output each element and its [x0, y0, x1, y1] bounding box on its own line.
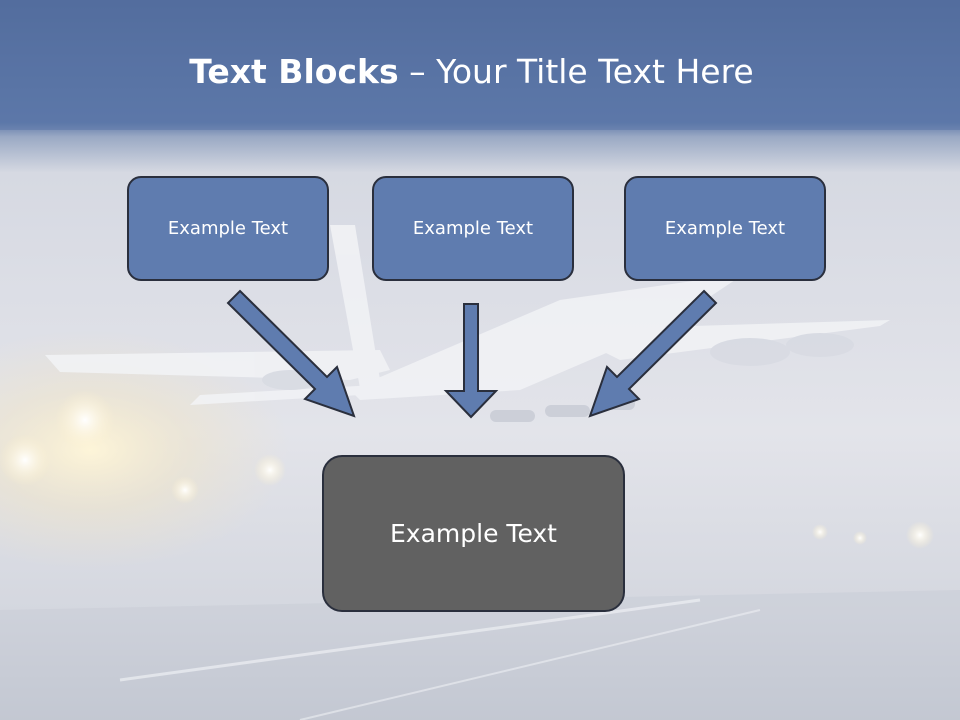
title-bold: Text Blocks — [189, 52, 399, 91]
target-block[interactable]: Example Text — [322, 455, 625, 612]
text-block-3[interactable]: Example Text — [624, 176, 826, 281]
target-block-label: Example Text — [390, 519, 557, 548]
text-block-3-label: Example Text — [664, 218, 786, 239]
arrow-left — [226, 289, 356, 418]
title-rest: Your Title Text Here — [436, 52, 754, 91]
arrow-middle — [443, 303, 499, 419]
title-dash: – — [398, 52, 437, 91]
arrow-right — [588, 289, 718, 418]
text-block-2-label: Example Text — [412, 218, 534, 239]
text-block-1[interactable]: Example Text — [127, 176, 329, 281]
page-title: Text Blocks – Your Title Text Here — [0, 52, 943, 91]
text-block-2[interactable]: Example Text — [372, 176, 574, 281]
text-block-1-label: Example Text — [167, 218, 289, 239]
